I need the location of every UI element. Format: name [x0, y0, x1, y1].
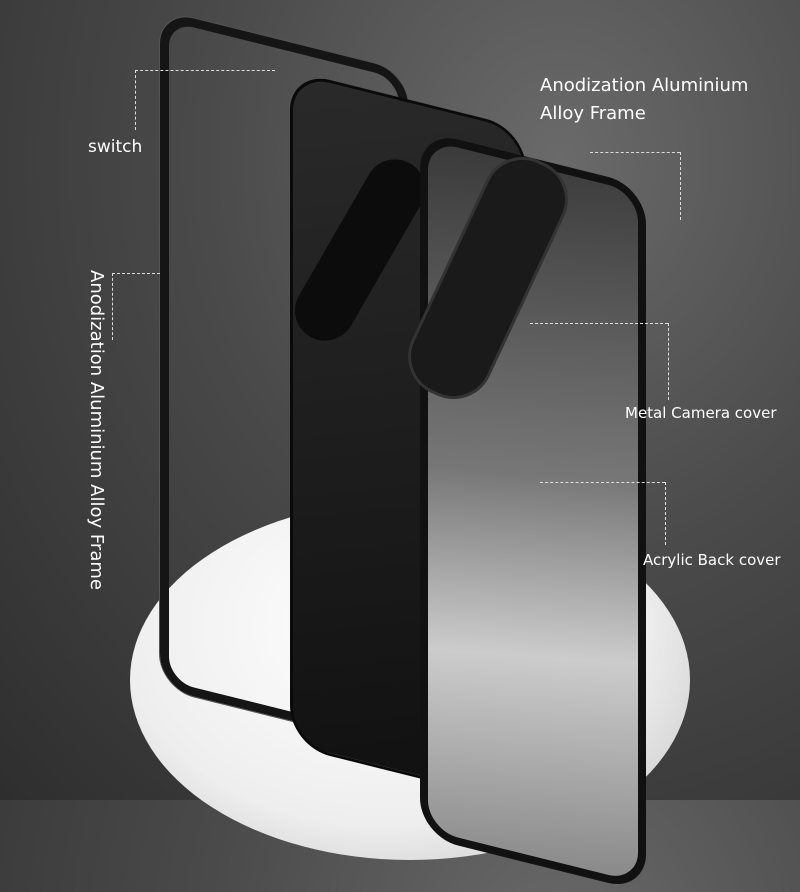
frame-vertical-label: Anodization Aluminium Alloy Frame [86, 270, 107, 590]
back-leader-v [665, 482, 666, 545]
camera-leader-h [530, 323, 668, 324]
frame-top-line1: Anodization Aluminium [540, 75, 749, 96]
camera-cover-label: Metal Camera cover [625, 404, 777, 422]
frame-top-line2: Alloy Frame [540, 103, 646, 124]
back-cover-label: Acrylic Back cover [643, 551, 781, 569]
switch-leader-h [135, 70, 275, 71]
switch-label: switch [88, 137, 143, 157]
switch-leader-v [135, 70, 136, 130]
frame-top-leader-v [680, 152, 681, 220]
frame-top-label: Anodization Aluminium Alloy Frame [540, 72, 748, 128]
back-leader-h [540, 482, 665, 483]
frame-top-leader-h [590, 152, 680, 153]
camera-leader-v [668, 323, 669, 400]
frame-left-leader-h [112, 273, 160, 274]
frame-left-leader-v [112, 273, 113, 340]
